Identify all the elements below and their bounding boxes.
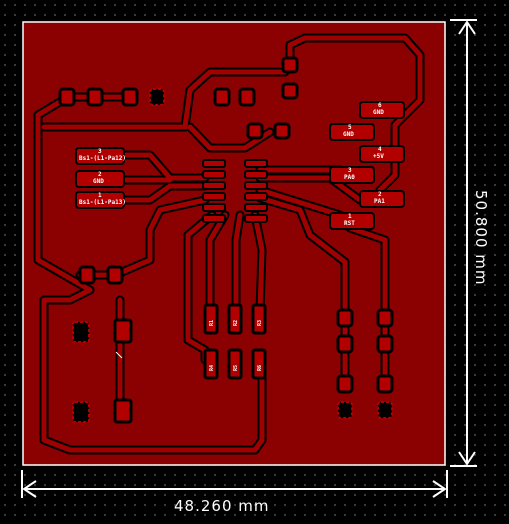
pad-unconnected [72, 321, 90, 343]
connector-pin: 1 [98, 192, 102, 199]
ic-pad [202, 203, 226, 212]
pad [273, 122, 291, 140]
ic-pad [202, 159, 226, 168]
pad [203, 303, 219, 335]
pad [251, 348, 267, 380]
pad [336, 308, 354, 328]
ic-pad [202, 214, 226, 223]
board-edge [22, 21, 446, 466]
connector-pad [329, 212, 375, 230]
resistor-label: R2 [233, 320, 239, 326]
silkscreen-right: 6 GND 5 GND 4 +5V 3 PA0 2 PA1 1 RST [343, 102, 385, 227]
ic-pad [244, 170, 268, 179]
pad [213, 87, 231, 107]
pad [227, 348, 243, 380]
pad [376, 308, 394, 328]
connector-pin: 2 [98, 171, 102, 178]
connector-pad [75, 191, 125, 209]
connector-pin: 3 [348, 167, 352, 174]
resistor-label: R4 [209, 365, 215, 371]
connector-pad [329, 166, 375, 184]
silkscreen-resistors: R1 R2 R3 R4 R5 R6 [209, 320, 263, 371]
pad [227, 303, 243, 335]
connector-pin: 6 [378, 102, 382, 109]
pad [113, 398, 133, 424]
pad [336, 374, 354, 394]
ic-pad [244, 203, 268, 212]
connector-label: PA0 [344, 174, 355, 181]
height-dimension-label: 50.800 mm [472, 190, 490, 286]
connector-pin: 1 [348, 213, 352, 220]
pad [281, 56, 299, 74]
connector-pad [75, 147, 125, 165]
dimension-height [450, 19, 477, 467]
pad [251, 303, 267, 335]
connector-label: GND [343, 131, 354, 138]
pad [121, 87, 139, 107]
pad [106, 265, 124, 285]
pad [113, 318, 133, 344]
resistor-label: R6 [257, 365, 263, 371]
pad [376, 334, 394, 354]
connector-pad [359, 190, 405, 208]
pads [58, 56, 405, 424]
connector-pad [75, 170, 125, 188]
resistor-label: R3 [257, 320, 263, 326]
connector-label: Bs1-(L1-Pa13) [79, 199, 126, 206]
pad-unconnected [149, 88, 165, 106]
pad [238, 87, 256, 107]
connector-pad [359, 145, 405, 163]
ic-pad [244, 214, 268, 223]
pad [58, 87, 76, 107]
width-dimension-label: 48.260 mm [174, 497, 270, 515]
connector-pin: 5 [348, 124, 352, 131]
pad [281, 82, 299, 100]
resistor-label: R1 [209, 320, 215, 326]
connector-pad [359, 101, 405, 119]
ic-pad [244, 192, 268, 201]
silkscreen-left: 3 Bs1-(L1-Pa12) 2 GND 1 Bs1-(L1-Pa13) [79, 148, 126, 206]
ic-pad [202, 192, 226, 201]
connector-label: GND [373, 109, 384, 116]
connector-label: Bs1-(L1-Pa12) [79, 155, 126, 162]
pad-unconnected [72, 401, 90, 423]
connector-pin: 4 [378, 146, 382, 153]
connector-label: +5V [373, 153, 384, 160]
pad [78, 265, 96, 285]
connector-pin: 3 [98, 148, 102, 155]
pad [336, 334, 354, 354]
dimension-width [21, 470, 448, 498]
ic-pad [244, 159, 268, 168]
pad [376, 374, 394, 394]
connector-label: PA1 [374, 198, 385, 205]
resistor-label: R5 [233, 365, 239, 371]
connector-pin: 2 [378, 191, 382, 198]
pad [246, 122, 264, 140]
pad [203, 348, 219, 380]
ic-pad [202, 170, 226, 179]
connector-label: RST [344, 220, 355, 227]
ic-pad [202, 181, 226, 190]
pad-unconnected [337, 401, 353, 419]
ic-pad [244, 181, 268, 190]
pad-unconnected [377, 401, 393, 419]
pad [86, 87, 104, 107]
connector-pad [329, 123, 375, 141]
connector-label: GND [93, 178, 104, 185]
